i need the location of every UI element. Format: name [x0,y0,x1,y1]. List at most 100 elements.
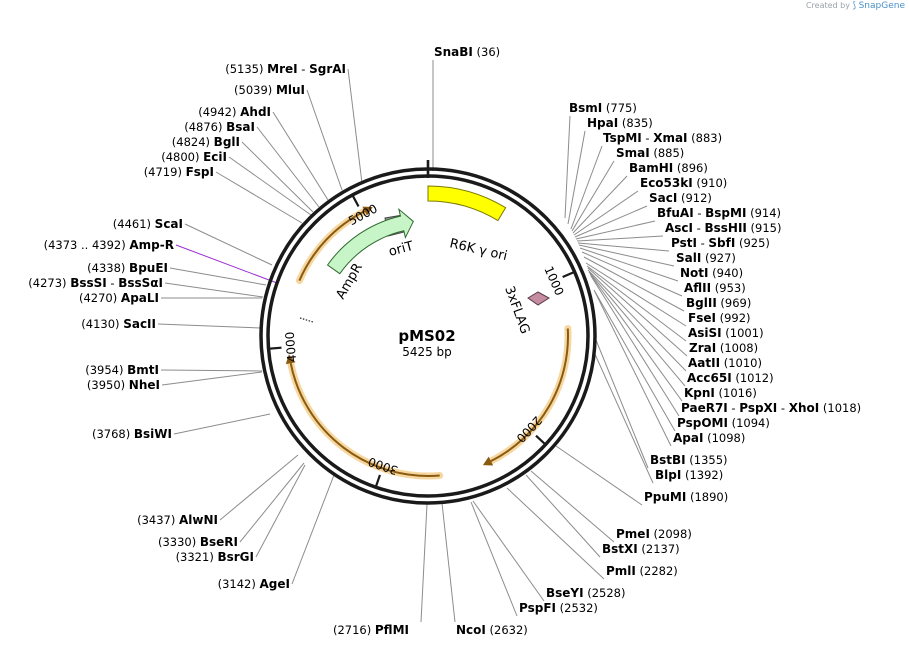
enzyme-name-apali-0: ApaLI [121,291,159,305]
enzyme-name-bstxi-0: BstXI [602,542,638,556]
3xflag-feature: 3xFLAG [501,284,550,336]
enzyme-position-bpuei: (4338) [87,261,129,275]
enzyme-label-bstbi: BstBI (1355) [650,453,728,467]
enzyme-position-ppumi: (1890) [686,490,728,504]
enzyme-label-bseyi: BseYI (2528) [546,586,626,600]
enzyme-name-apai-0: ApaI [673,431,703,445]
leader-line-ahdi [272,111,329,201]
enzyme-name-bstbi-0: BstBI [650,453,686,467]
enzyme-position-psti: (925) [735,236,770,250]
enzyme-position-bsrgi: (3321) [176,550,218,564]
leader-line-pspfi [470,501,518,617]
plasmid-size: 5425 bp [402,345,452,359]
enzyme-label-blpi: BlpI (1392) [655,468,723,482]
leader-line-bseri [239,462,305,543]
enzyme-label-bfuai: BfuAI - BspMI (914) [657,206,781,220]
enzyme-label-aflii: AflII (953) [684,281,746,295]
enzyme-label-ampr_primer: (4373 .. 4392) Amp-R [44,238,174,252]
enzyme-label-sacii: (4130) SacII [81,317,156,331]
enzyme-position-tspmi: (883) [688,131,723,145]
enzyme-separator: - [728,401,739,415]
enzyme-name-tspmi-0: TspMI [603,131,642,145]
enzyme-name-aatii-0: AatII [688,356,720,370]
enzyme-label-asci: AscI - BssHII (915) [665,221,781,235]
enzyme-name-sali-0: SalI [676,251,701,265]
enzyme-position-pspfi: (2532) [556,601,598,615]
enzyme-position-sacii: (4130) [81,317,123,331]
tick-mark-2000 [535,434,547,446]
leader-line-pflmi [420,503,428,623]
leader-line-smai [571,160,615,232]
enzyme-label-smai: SmaI (885) [616,146,684,160]
enzyme-name-paer7i-1: PspXI [739,401,777,415]
enzyme-name-pmli-0: PmlI [606,564,636,578]
enzyme-position-bsssi: (4273) [28,276,70,290]
enzyme-label-alwni: (3437) AlwNI [137,513,218,527]
enzyme-label-sali: SalI (927) [676,251,736,265]
enzyme-label-bsssi: (4273) BssSI - BssSαI [28,276,163,290]
enzyme-name-bamhi-0: BamHI [629,161,673,175]
r6k-label: R6K γ ori [448,236,509,264]
enzyme-label-pmli: PmlI (2282) [606,564,678,578]
enzyme-name-ahdi-0: AhdI [240,105,271,119]
credit-brand: SnapGene [858,1,905,11]
enzyme-label-zrai: ZraI (1008) [689,341,758,355]
leader-line-blpi [593,351,654,484]
enzyme-label-paer7i: PaeR7I - PspXI - XhoI (1018) [681,401,861,415]
enzyme-label-bpuei: (4338) BpuEI [87,261,168,275]
enzyme-position-bamhi: (896) [673,161,708,175]
enzyme-position-bfuai: (914) [746,206,781,220]
enzyme-name-ecii-0: EciI [203,150,227,164]
enzyme-name-snabi-0: SnaBI [434,45,473,59]
enzyme-separator: - [642,131,653,145]
enzyme-label-hpai: HpaI (835) [587,116,653,130]
leader-line-bsrgi [255,464,306,558]
leader-line-bamhi [572,175,628,234]
enzyme-label-fsei: FseI (992) [688,311,751,325]
enzyme-position-fspi: (4719) [144,165,186,179]
leader-line-bglii [583,256,685,312]
enzyme-name-alwni-0: AlwNI [179,513,218,527]
enzyme-position-fsei: (992) [716,311,751,325]
enzyme-position-bseyi: (2528) [584,586,626,600]
enzyme-name-tspmi-1: XmaI [653,131,687,145]
enzyme-label-mlui: (5039) MluI [234,83,305,97]
enzyme-name-bseri-0: BseRI [200,535,238,549]
leader-line-asci [576,235,664,242]
enzyme-separator: - [694,206,705,220]
snapgene-logo: ⟆ [852,1,857,11]
enzyme-position-asci: (915) [747,221,782,235]
enzyme-name-acc65i-0: Acc65I [687,371,732,385]
enzyme-name-nhei-0: NheI [129,378,160,392]
enzyme-name-asci-0: AscI [665,221,693,235]
leader-line-bsai [256,126,320,208]
leader-line-bfuai [575,220,656,240]
enzyme-position-ecii: (4800) [161,150,203,164]
enzyme-position-noti: (940) [709,266,744,280]
enzyme-separator: - [777,401,788,415]
enzyme-name-bfuai-0: BfuAI [657,206,694,220]
tick-mark-1000 [562,270,576,279]
enzyme-name-bsai-0: BsaI [226,120,255,134]
enzyme-name-ncoi-0: NcoI [456,623,486,637]
orf-arrow-upper-left [295,206,373,285]
enzyme-label-ahdi: (4942) AhdI [198,105,271,119]
enzyme-name-pmei-0: PmeI [616,527,650,541]
leader-line-eco53ki [573,190,639,236]
enzyme-name-mrei-0: MreI [267,62,297,76]
leader-line-sacii [157,323,262,329]
enzyme-position-sali: (927) [701,251,736,265]
plasmid-name: pMS02 [398,327,455,345]
enzyme-name-pspfi-0: PspFI [519,601,556,615]
enzyme-label-bsai: (4876) BsaI [184,120,255,134]
enzyme-name-bfuai-1: BspMI [705,206,746,220]
enzyme-name-bpuei-0: BpuEI [129,261,168,275]
leader-line-scai [184,223,273,266]
enzyme-name-fsei-0: FseI [688,311,716,325]
enzyme-name-bglii-0: BglII [686,296,717,310]
enzyme-name-eco53ki-0: Eco53kI [640,176,693,190]
enzyme-label-pflmi: (2716) PflMI [333,623,409,637]
enzyme-label-kpni: KpnI (1016) [684,386,757,400]
leader-line-mlui [306,89,343,191]
tick-label-1000: 1000 [541,264,566,298]
